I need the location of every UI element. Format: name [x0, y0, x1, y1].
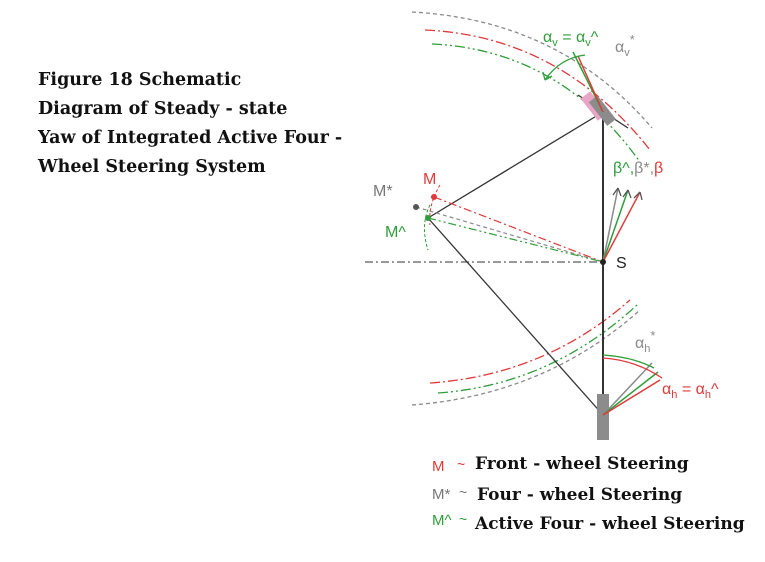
legend-symbol-front: M [432, 458, 445, 475]
legend-item-four: M* ~ Four - wheel Steering [432, 484, 682, 505]
arc-front-lower [429, 299, 631, 384]
caption-line-1: Figure 18 Schematic [38, 70, 242, 90]
line-four-pole-s [415, 206, 604, 263]
alpha-h-arc [602, 357, 663, 379]
figure-caption: Figure 18 Schematic Diagram of Steady - … [38, 66, 343, 182]
point-s [600, 259, 606, 265]
alpha-v-arrowhead [542, 71, 553, 81]
arc-active-upper [431, 43, 641, 163]
label-alpha-v-equality: αv = αv^ [543, 29, 599, 49]
s-arrowheads [612, 187, 643, 201]
line-active-pole-s [427, 217, 604, 263]
arc-four-upper [411, 11, 653, 129]
label-m-hat: M^ [385, 224, 406, 241]
s-vector-gray [602, 187, 619, 263]
label-s: S [616, 255, 627, 272]
legend: M ~ Front - wheel Steering M* ~ Four - w… [432, 454, 745, 534]
pole-arc-active [424, 204, 431, 251]
caption-line-4: Wheel Steering System [38, 157, 266, 177]
rear-velocity-vectors [602, 354, 663, 416]
caption-line-3: Yaw of Integrated Active Four - [38, 128, 343, 148]
legend-label-front: Front - wheel Steering [475, 454, 689, 474]
legend-tilde-active: ~ [459, 511, 467, 527]
legend-symbol-four: M* [432, 486, 450, 503]
legend-item-front: M ~ Front - wheel Steering [432, 454, 689, 475]
rear-vector-green [602, 371, 659, 416]
point-m-front [431, 194, 437, 200]
point-m-four [413, 204, 419, 210]
arc-active-lower [437, 304, 638, 394]
label-alpha-h-star: αh* [635, 328, 655, 355]
label-beta: β^,β*,β [613, 160, 663, 177]
caption-line-2: Diagram of Steady - state [38, 99, 288, 119]
alpha-v-arc [544, 54, 586, 81]
rear-radius-line [427, 217, 604, 416]
s-vector-green [602, 189, 629, 263]
arc-front-upper [424, 29, 651, 151]
alpha-h-arc-green [602, 354, 655, 369]
legend-tilde-front: ~ [457, 456, 465, 472]
rear-wheel [597, 394, 609, 440]
legend-tilde-four: ~ [459, 484, 467, 500]
s-vector-red [602, 191, 641, 263]
legend-label-active: Active Four - wheel Steering [474, 514, 745, 534]
front-velocity-vectors [542, 51, 604, 113]
line-front-pole-s [433, 196, 604, 263]
label-m: M [423, 171, 436, 188]
label-alpha-h-equality: αh = αh^ [662, 381, 719, 401]
front-vector-front [577, 55, 604, 113]
s-velocity-vectors [602, 187, 643, 263]
point-m-active [425, 215, 431, 221]
turning-arcs-upper [411, 11, 653, 163]
legend-item-active: M^ ~ Active Four - wheel Steering [432, 511, 745, 534]
turning-arcs-lower [411, 299, 641, 406]
legend-symbol-active: M^ [432, 512, 452, 529]
legend-label-four: Four - wheel Steering [477, 485, 682, 505]
pole-arcs [424, 184, 441, 251]
label-alpha-v-star: αv* [615, 32, 635, 59]
label-m-star: M* [373, 183, 393, 200]
rear-vector-gray [602, 362, 653, 416]
pole-to-s-lines [415, 196, 604, 263]
front-radius-line [427, 111, 604, 219]
pole-arc-front [429, 184, 441, 226]
arc-four-lower [411, 309, 641, 406]
rear-vector-red [602, 379, 661, 416]
